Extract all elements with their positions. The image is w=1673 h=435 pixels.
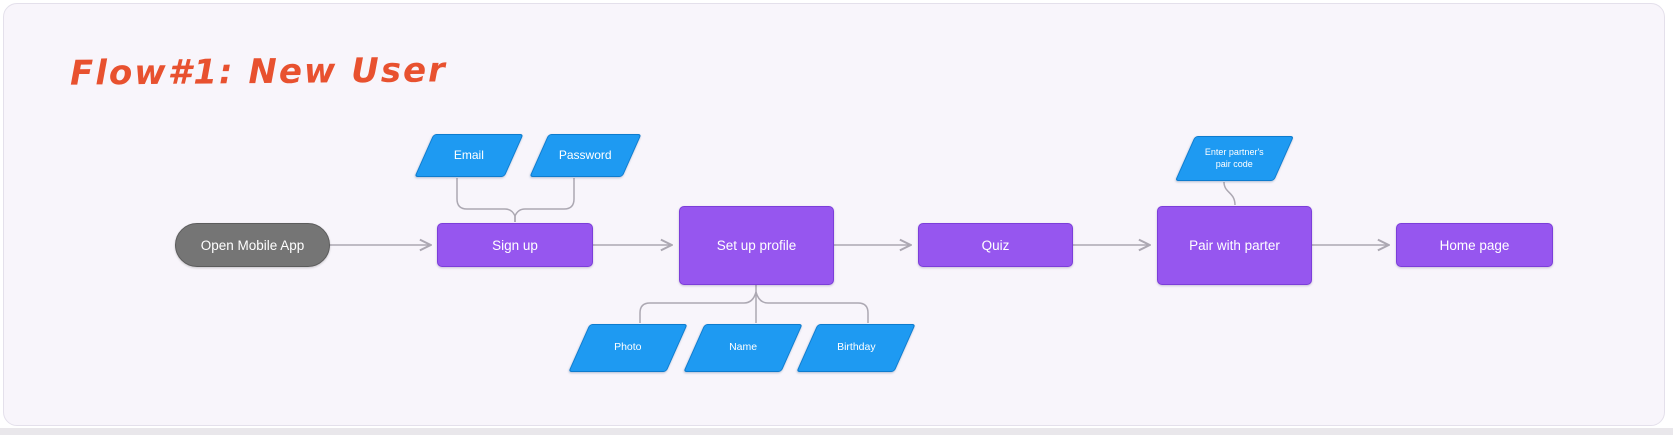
flow-title[interactable]: Flow#1: New User <box>69 50 448 94</box>
node-birthday-label: Birthday <box>836 341 876 354</box>
node-sign-up[interactable]: Sign up <box>437 223 593 267</box>
node-quiz[interactable]: Quiz <box>918 223 1073 267</box>
node-email[interactable]: Email <box>414 134 524 177</box>
node-password[interactable]: Password <box>529 134 642 177</box>
node-set-up-profile-label: Set up profile <box>716 238 797 253</box>
node-home-page[interactable]: Home page <box>1396 223 1553 267</box>
node-enter-pair-code-label: Enter partner's pair code <box>1205 147 1264 170</box>
enter-pair-code-line1: Enter partner's <box>1205 146 1264 157</box>
node-sign-up-label: Sign up <box>492 237 538 253</box>
node-quiz-label: Quiz <box>981 237 1010 253</box>
node-photo-label: Photo <box>614 341 642 354</box>
node-pair-with-parter[interactable]: Pair with parter <box>1157 206 1312 285</box>
node-home-page-label: Home page <box>1439 237 1510 253</box>
node-email-label: Email <box>453 147 484 162</box>
node-open-mobile-app[interactable]: Open Mobile App <box>175 223 330 267</box>
node-pair-with-parter-label: Pair with parter <box>1189 238 1280 253</box>
canvas-bottom-edge <box>0 428 1673 435</box>
node-name-label: Name <box>728 341 758 354</box>
node-open-mobile-app-label: Open Mobile App <box>200 237 305 253</box>
node-password-label: Password <box>559 147 612 162</box>
enter-pair-code-line2: pair code <box>1215 158 1254 169</box>
node-enter-pair-code[interactable]: Enter partner's pair code <box>1174 136 1295 181</box>
node-set-up-profile[interactable]: Set up profile <box>679 206 834 285</box>
